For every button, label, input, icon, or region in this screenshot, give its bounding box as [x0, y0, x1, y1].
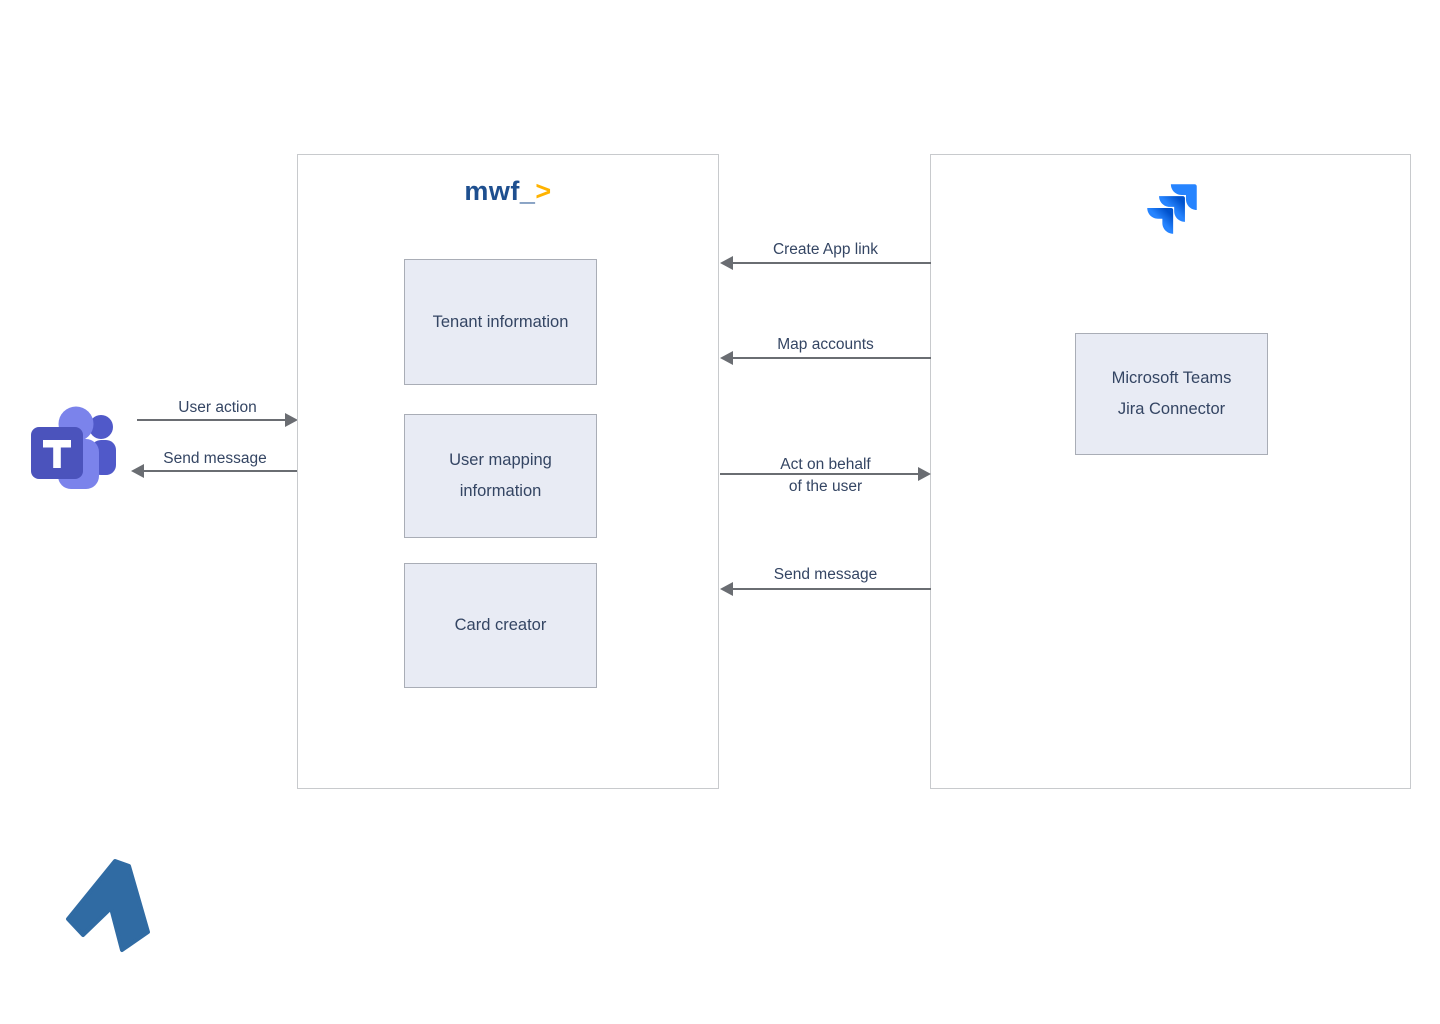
- arrow-head-right-icon: [918, 467, 931, 481]
- arrow-line: [142, 470, 299, 472]
- arrow-head-left-icon: [720, 256, 733, 270]
- connector-label-line1: Microsoft Teams: [1111, 369, 1232, 387]
- arrow-line: [731, 262, 931, 264]
- mwf-logo-accent: >: [535, 176, 552, 206]
- tenant-information-label: Tenant information: [432, 312, 569, 331]
- map-accounts-label: Map accounts: [777, 336, 874, 353]
- user-mapping-information-box: User mapping information: [404, 414, 597, 538]
- arrow-head-left-icon: [131, 464, 144, 478]
- mwf-logo: mwf_>: [297, 176, 719, 206]
- arrow-head-right-icon: [285, 413, 298, 427]
- user-action-arrow: [137, 413, 298, 427]
- jira-panel: [930, 154, 1411, 789]
- act-on-behalf-label-line2: of the user: [788, 478, 863, 495]
- user-action-label: User action: [178, 399, 257, 416]
- card-creator-label: Card creator: [454, 616, 547, 634]
- create-app-link-label: Create App link: [772, 241, 879, 258]
- send-message-left-arrow: [131, 464, 299, 478]
- arrow-line: [720, 473, 920, 475]
- user-mapping-label-line2: information: [459, 482, 542, 500]
- arrow-line: [731, 588, 931, 590]
- mwf-logo-text: mwf_: [464, 176, 536, 206]
- send-message-left-label: Send message: [163, 450, 267, 467]
- user-mapping-label-line1: User mapping: [449, 451, 552, 469]
- tenant-information-box: Tenant information: [404, 259, 597, 385]
- jira-icon: [1139, 176, 1205, 247]
- microsoft-teams-icon: [28, 402, 118, 495]
- send-message-right-arrow: [720, 582, 931, 596]
- connector-label-line2: Jira Connector: [1117, 400, 1226, 418]
- send-message-right-label: Send message: [773, 566, 878, 583]
- map-accounts-arrow: [720, 351, 931, 365]
- arrow-line: [137, 419, 287, 421]
- act-on-behalf-arrow: [720, 467, 931, 481]
- mwf-brand-mark-icon: [64, 857, 154, 962]
- arrow-line: [731, 357, 931, 359]
- create-app-link-arrow: [720, 256, 931, 270]
- arrow-head-left-icon: [720, 351, 733, 365]
- arrow-head-left-icon: [720, 582, 733, 596]
- card-creator-box: Card creator: [404, 563, 597, 688]
- act-on-behalf-label-line1: Act on behalf: [780, 456, 871, 473]
- teams-jira-connector-box: Microsoft Teams Jira Connector: [1075, 333, 1268, 455]
